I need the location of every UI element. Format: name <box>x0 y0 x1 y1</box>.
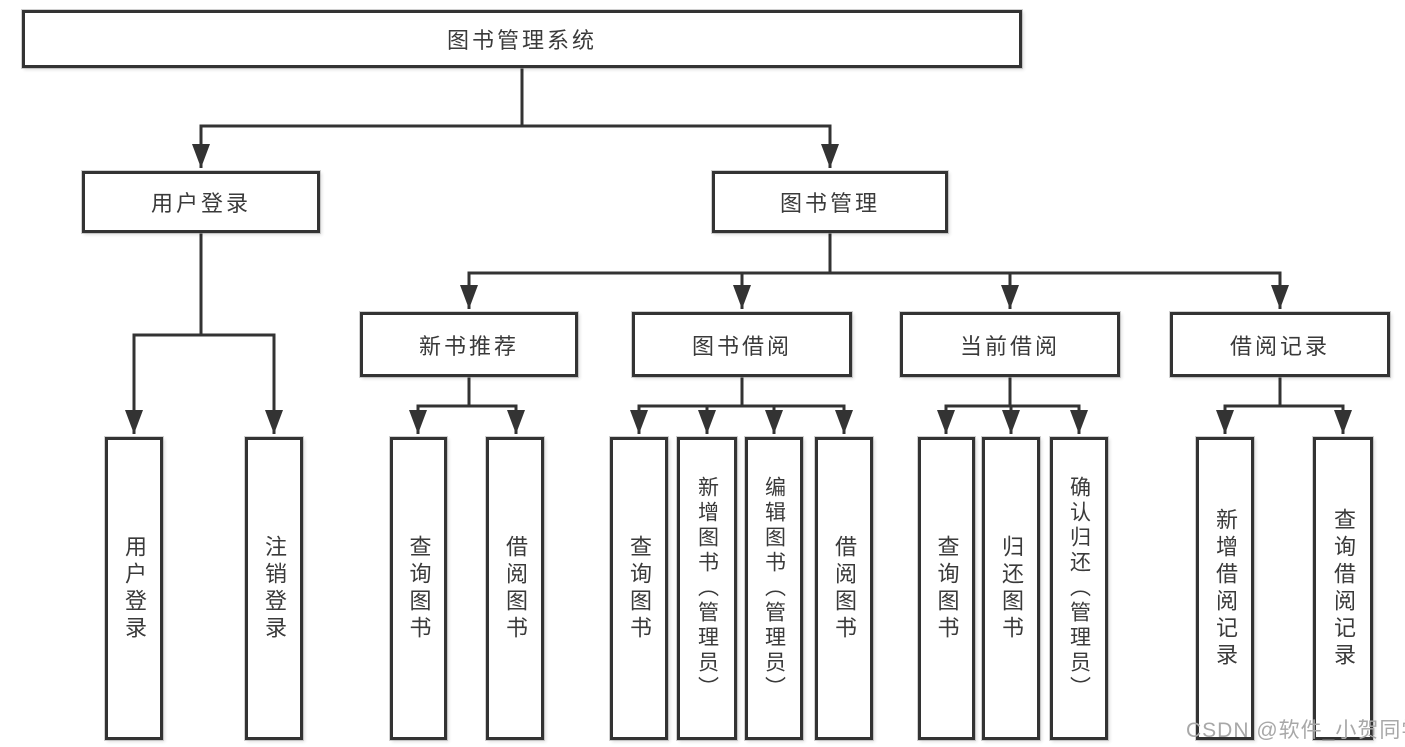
leaf-return-books-label: 归还图书 <box>999 534 1024 643</box>
leaf-query-books-recommend: 查询图书 <box>390 437 447 740</box>
leaf-user-login: 用户登录 <box>105 437 163 740</box>
connector-userlogin-split <box>125 333 283 434</box>
node-current-borrow: 当前借阅 <box>900 312 1120 377</box>
leaf-add-borrow-record: 新增借阅记录 <box>1196 437 1254 740</box>
leaf-borrow-books-recommend-label: 借阅图书 <box>503 534 528 643</box>
node-borrow-record: 借阅记录 <box>1170 312 1390 377</box>
leaf-query-books-borrow-label: 查询图书 <box>627 534 652 643</box>
node-new-book-recommend: 新书推荐 <box>360 312 578 377</box>
leaf-add-borrow-record-label: 新增借阅记录 <box>1213 507 1238 670</box>
csdn-watermark: CSDN @软件_小贺同学 <box>1186 719 1405 742</box>
connector-root-split <box>192 124 839 168</box>
leaf-query-borrow-record: 查询借阅记录 <box>1313 437 1373 740</box>
leaf-query-books-borrow: 查询图书 <box>610 437 668 740</box>
leaf-borrow-books-label: 借阅图书 <box>832 534 857 643</box>
node-borrow-record-label: 借阅记录 <box>1229 333 1330 359</box>
leaf-confirm-return-admin: 确认归还（管理员） <box>1050 437 1108 740</box>
node-book-management: 图书管理 <box>712 171 948 233</box>
node-book-borrow-label: 图书借阅 <box>691 333 792 359</box>
leaf-query-borrow-record-label: 查询借阅记录 <box>1331 507 1356 670</box>
leaf-borrow-books-recommend: 借阅图书 <box>486 437 544 740</box>
leaf-query-books-current-label: 查询图书 <box>934 534 960 643</box>
leaf-logout-label: 注销登录 <box>262 534 287 643</box>
leaf-return-books: 归还图书 <box>982 437 1040 740</box>
node-root: 图书管理系统 <box>22 10 1022 68</box>
node-current-borrow-label: 当前借阅 <box>959 333 1060 359</box>
node-book-management-label: 图书管理 <box>779 191 880 216</box>
connector-record-split <box>1216 404 1352 434</box>
node-book-borrow: 图书借阅 <box>632 312 852 377</box>
connector-bookmgmt-split <box>460 271 1289 309</box>
connector-newbook-split <box>409 404 525 434</box>
node-user-login-label: 用户登录 <box>150 191 251 216</box>
leaf-edit-books-admin-label: 编辑图书（管理员） <box>762 476 786 701</box>
node-root-label: 图书管理系统 <box>446 28 597 53</box>
connector-borrow-split <box>630 404 853 434</box>
leaf-add-books-admin-label: 新增图书（管理员） <box>695 476 719 701</box>
leaf-borrow-books: 借阅图书 <box>815 437 873 740</box>
leaf-confirm-return-admin-label: 确认归还（管理员） <box>1067 476 1091 701</box>
node-user-login: 用户登录 <box>82 171 320 233</box>
leaf-logout: 注销登录 <box>245 437 303 740</box>
leaf-edit-books-admin: 编辑图书（管理员） <box>745 437 803 740</box>
leaf-add-books-admin: 新增图书（管理员） <box>677 437 737 740</box>
leaf-query-books-recommend-label: 查询图书 <box>406 534 432 643</box>
leaf-query-books-current: 查询图书 <box>918 437 975 740</box>
node-new-book-recommend-label: 新书推荐 <box>418 333 519 359</box>
leaf-user-login-label: 用户登录 <box>122 534 147 643</box>
